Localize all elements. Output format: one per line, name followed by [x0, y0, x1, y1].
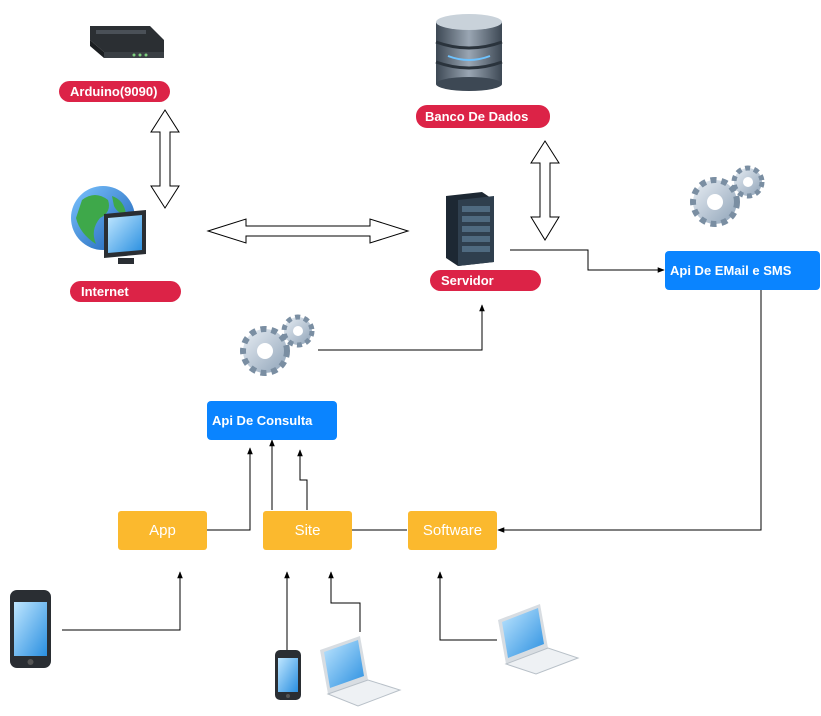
connector-servidor-api-email [510, 249, 665, 273]
app-box: App [118, 511, 207, 550]
servidor-label: Servidor [430, 270, 541, 291]
connector-gears-servidor [318, 304, 485, 351]
router-icon [90, 26, 164, 58]
server-rack-icon [446, 192, 494, 266]
site-box: Site [263, 511, 352, 550]
connector-laptop-site [328, 571, 361, 632]
arduino-label: Arduino(9090) [59, 81, 170, 102]
connector-laptop-software [437, 571, 497, 641]
api-email-sms-box: Api De EMail e SMS [665, 251, 820, 290]
connector-phone-app [62, 571, 183, 631]
database-icon [435, 14, 503, 91]
laptop-icon [320, 636, 402, 707]
gears-icon [690, 165, 765, 227]
double-arrow-arduino-internet [150, 109, 180, 209]
double-arrow-internet-servidor [206, 218, 410, 244]
double-arrow-banco-servidor [530, 140, 560, 241]
connector-api-email-software [497, 290, 762, 533]
connector-site-api-consulta-2 [297, 449, 308, 510]
software-box: Software [408, 511, 497, 550]
laptop-icon [498, 604, 580, 675]
gears-icon [240, 314, 315, 376]
api-consulta-box: Api De Consulta [207, 401, 337, 440]
smartphone-icon [275, 650, 301, 700]
globe-monitor-icon [71, 186, 146, 264]
connector-app-api-consulta [207, 447, 253, 531]
smartphone-icon [10, 590, 51, 668]
internet-label: Internet [70, 281, 181, 302]
banco-de-dados-label: Banco De Dados [416, 105, 550, 128]
